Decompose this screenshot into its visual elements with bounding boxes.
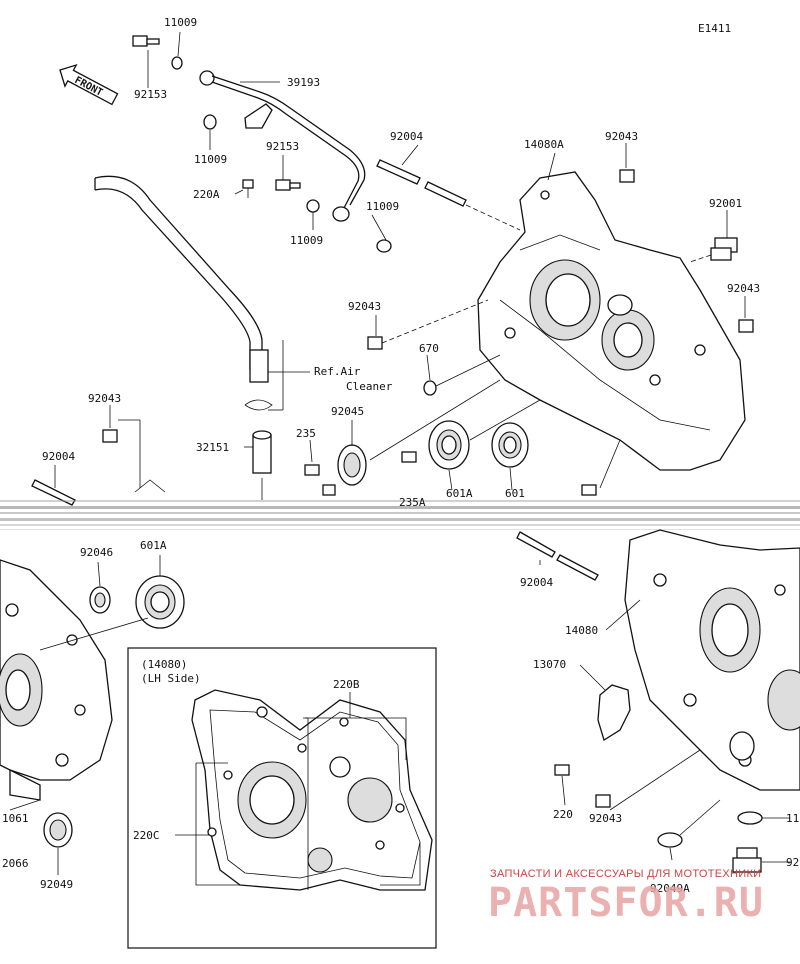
dowel-pin-92043-a [619, 169, 635, 183]
callout-92043-b: 92043 [727, 282, 760, 295]
scan-noise-band [0, 500, 800, 530]
callout-92004-c: 92004 [520, 576, 553, 589]
callout-670: 670 [419, 342, 439, 355]
inset-title-line1: (14080) [141, 658, 187, 671]
crankcase-right-14080A [477, 171, 746, 471]
callout-601A-b: 601A [140, 539, 167, 552]
bearing-601A-b [135, 575, 185, 629]
crankcase-left-partial [0, 559, 113, 801]
leader-lines [9, 31, 790, 875]
callout-labels: 11009 92153 39193 11009 92153 220A 11009… [2, 16, 799, 895]
oil-seal-92049 [43, 812, 73, 848]
drain-plug [732, 847, 762, 873]
watermark-logo: PARTSFOR.RU [488, 880, 764, 926]
callout-edge-92: 92 [786, 856, 799, 869]
dowel-pin-92043-f [581, 484, 597, 496]
oil-seal-92045 [337, 444, 367, 486]
callout-11009-b: 11009 [194, 153, 227, 166]
washer-11009-a [171, 56, 183, 70]
callout-14080A: 14080A [524, 138, 564, 151]
callout-1061: 1061 [2, 812, 29, 825]
stud-92004-b [31, 479, 76, 506]
callout-13070: 13070 [533, 658, 566, 671]
callout-235: 235 [296, 427, 316, 440]
callout-92045: 92045 [331, 405, 364, 418]
washer-11009-b [203, 114, 217, 130]
dowel-pin-92043-b [738, 319, 754, 333]
screw-235 [304, 451, 417, 496]
callout-92004-b: 92004 [42, 450, 75, 463]
ref-note-line2: Cleaner [346, 380, 393, 393]
pipe-clamp [244, 103, 273, 129]
callout-220B: 220B [333, 678, 360, 691]
stud-92004-a [376, 159, 467, 207]
callout-92049A: 92049A [650, 882, 690, 895]
washer-11009-d [376, 239, 392, 253]
diagram-code: E1411 [698, 22, 732, 35]
callout-92043-e: 92043 [589, 812, 622, 825]
crankcase-left-14080 [624, 529, 800, 791]
callout-92001: 92001 [709, 197, 742, 210]
callout-92043-a: 92043 [605, 130, 638, 143]
callout-235A: 235A [399, 496, 426, 509]
callout-92049: 92049 [40, 878, 73, 891]
callout-92043-c: 92043 [348, 300, 381, 313]
lh-side-inset [127, 647, 437, 949]
bearing-601 [491, 422, 529, 468]
bearing-92046 [89, 586, 111, 614]
banjo-bolt-92153-a [132, 35, 148, 47]
callout-92046: 92046 [80, 546, 113, 559]
washer-92049A [657, 832, 683, 848]
callout-2066: 2066 [2, 857, 29, 870]
callout-601A-a: 601A [446, 487, 473, 500]
stud-92004-c [516, 531, 556, 558]
callout-220A: 220A [193, 188, 220, 201]
bolt-220 [554, 764, 570, 776]
callout-220C: 220C [133, 829, 160, 842]
watermark-tagline: ЗАПЧАСТИ И АКСЕССУАРЫ ДЛЯ МОТОТЕХНИКИ [490, 868, 762, 880]
washer-11009-c [306, 199, 320, 213]
front-arrow-icon: FRONT [59, 63, 119, 106]
callout-32151: 32151 [196, 441, 229, 454]
callout-92153-a: 92153 [134, 88, 167, 101]
washer-right [737, 811, 763, 825]
callout-92153-b: 92153 [266, 140, 299, 153]
hose-joint-32151 [252, 434, 272, 474]
o-ring-670 [423, 380, 437, 396]
guide-13070 [597, 684, 631, 742]
callout-601: 601 [505, 487, 525, 500]
callout-220: 220 [553, 808, 573, 821]
callout-11009-a: 11009 [164, 16, 197, 29]
dowel-pin-92043-c [367, 336, 383, 350]
dowel-pin-92043-d [102, 429, 118, 443]
oil-pipe-assembly [132, 35, 392, 253]
callout-92004-a: 92004 [390, 130, 423, 143]
ref-note-line1: Ref.Air [314, 365, 361, 378]
plug-92001 [710, 237, 738, 261]
inset-title-line2: (LH Side) [141, 672, 201, 685]
callout-14080: 14080 [565, 624, 598, 637]
callout-92043-d: 92043 [88, 392, 121, 405]
callout-11009-c: 11009 [290, 234, 323, 247]
dowel-pin-92043-e [595, 794, 611, 808]
callout-11009-d: 11009 [366, 200, 399, 213]
breather-hose [94, 175, 273, 474]
bearing-601A-a [428, 420, 470, 470]
callout-39193: 39193 [287, 76, 320, 89]
callout-edge-11: 11 [786, 812, 799, 825]
